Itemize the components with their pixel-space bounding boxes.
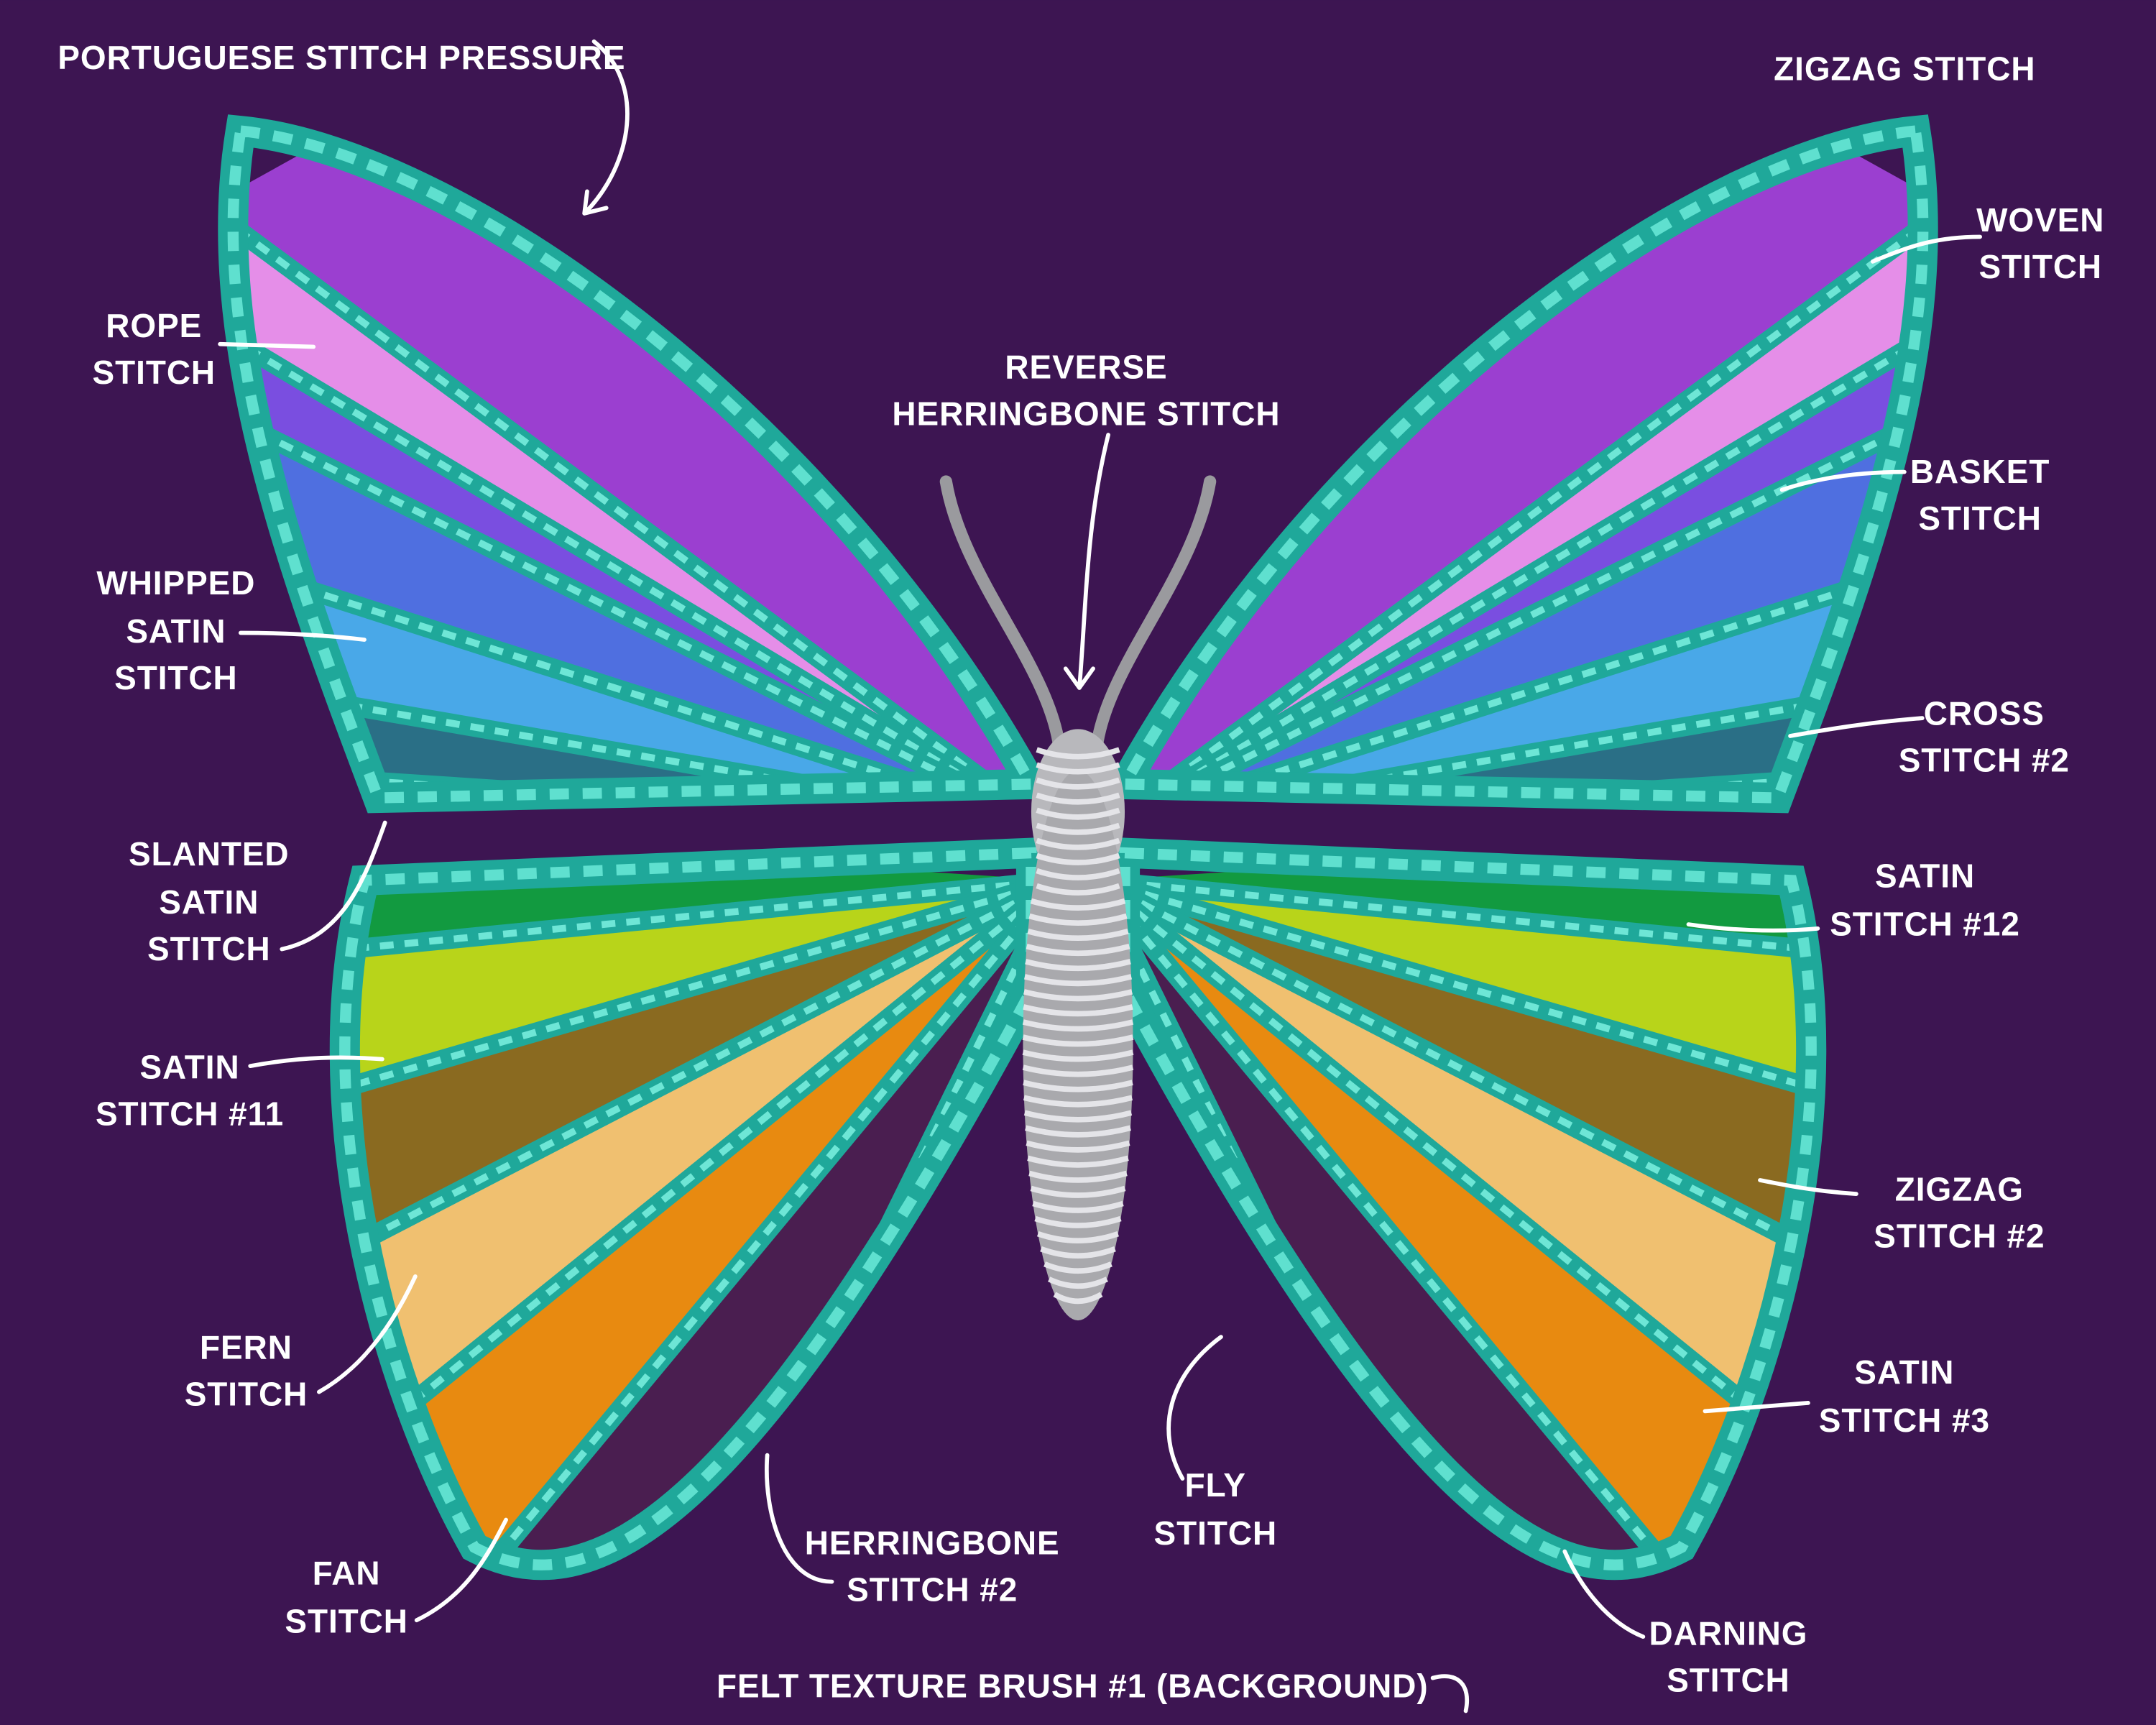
body-segment xyxy=(1053,1292,1103,1305)
body-segment xyxy=(1028,1170,1128,1183)
body-segment xyxy=(1036,868,1120,880)
body-segment xyxy=(1034,1215,1122,1228)
arrow-cross2 xyxy=(1788,716,1925,738)
label-portuguese-stitch: PORTUGUESE STITCH PRESSURE xyxy=(57,39,625,76)
arrow-felt xyxy=(1430,1674,1469,1714)
annotation-arrows xyxy=(218,39,1982,1714)
upper-wing-teal-chain-highlight xyxy=(233,203,1031,799)
upper-wing-band-1 xyxy=(233,131,1031,799)
arrow-zigzag2 xyxy=(1758,1178,1858,1196)
body-segment xyxy=(1023,1004,1133,1017)
body-segment xyxy=(1025,1125,1131,1138)
body-segment xyxy=(1036,762,1120,775)
body-segment xyxy=(1036,747,1120,760)
lower-wing-band-5 xyxy=(344,880,1031,1565)
arrow-satin11 xyxy=(248,1055,384,1069)
body-segment xyxy=(1026,1140,1130,1153)
arrow-darning xyxy=(1562,1549,1646,1639)
body-segment xyxy=(1036,837,1120,850)
body-segment xyxy=(1022,1034,1134,1047)
body-segment xyxy=(1023,1110,1133,1123)
body-segment xyxy=(1023,1080,1133,1092)
body-segment xyxy=(1028,913,1128,926)
arrow-fern xyxy=(317,1274,418,1394)
lower-wing-teal-chain-highlight xyxy=(344,878,1031,1461)
arrow-basket xyxy=(1779,469,1907,492)
arrow-satin3 xyxy=(1703,1401,1810,1414)
body-segment xyxy=(1048,1276,1108,1289)
body-segment xyxy=(1036,807,1120,820)
body-segment xyxy=(1030,1185,1126,1198)
antenna-right xyxy=(1091,475,1217,750)
body-segment xyxy=(1022,1049,1134,1062)
body-segment xyxy=(1032,1200,1124,1213)
arrow-reverse-herringbone xyxy=(1063,433,1110,690)
upper-wing-teal-chain-stitch xyxy=(233,315,1031,799)
body-segment xyxy=(1036,777,1120,790)
arrow-herringbone2 xyxy=(765,1453,834,1584)
body-segment xyxy=(1036,792,1120,805)
lower-wing-band-6 xyxy=(453,880,1031,1565)
lower-wing-teal-chain-highlight xyxy=(344,877,1031,967)
left-upper-wing-bands xyxy=(233,131,1031,799)
arrow-rope xyxy=(218,341,316,349)
body-segment xyxy=(1044,1261,1112,1274)
arrow-portuguese xyxy=(582,39,630,216)
body-segment xyxy=(1025,959,1131,972)
stitch-labels: PORTUGUESE STITCH PRESSURE ZIGZAG STITCH… xyxy=(57,39,2104,1704)
body-segments xyxy=(1022,747,1134,1305)
body-segment xyxy=(1023,989,1133,1002)
body-segment xyxy=(1040,1246,1116,1259)
arrow-woven xyxy=(1870,234,1982,264)
upper-wing-teal-chain-highlight xyxy=(233,402,1031,799)
upper-wing-teal-chain-highlight xyxy=(233,677,1031,799)
lower-wing-teal-chain-stitch xyxy=(344,871,1031,1295)
body-segment xyxy=(1027,1155,1129,1168)
body-segment xyxy=(1026,944,1130,957)
label-zigzag-stitch: ZIGZAG STITCH xyxy=(1774,50,2035,87)
left-lower-wing-bands xyxy=(344,852,1031,1565)
body-segment xyxy=(1022,1064,1134,1077)
body-segment xyxy=(1030,898,1126,911)
body-segment xyxy=(1036,822,1120,835)
body-segment xyxy=(1027,928,1129,942)
body-segment xyxy=(1022,1019,1134,1032)
arrow-satin12 xyxy=(1686,922,1820,933)
arrow-fan xyxy=(414,1517,508,1623)
label-felt-texture-background: FELT TEXTURE BRUSH #1 (BACKGROUND) xyxy=(717,1667,1429,1704)
butterfly-body xyxy=(939,475,1217,1321)
body-segment xyxy=(1036,883,1120,896)
butterfly xyxy=(206,0,1950,1692)
arrow-fly xyxy=(1166,1335,1223,1481)
body-segment xyxy=(1037,1230,1119,1243)
left-wings xyxy=(206,0,1238,1692)
lower-wing-band-4 xyxy=(344,880,1031,1458)
body-segment xyxy=(1023,1095,1133,1108)
arrow-slanted-satin xyxy=(280,820,387,952)
body-segment xyxy=(1036,852,1120,865)
body-segment xyxy=(1023,974,1133,987)
arrow-whipped-satin xyxy=(238,630,367,642)
antenna-left xyxy=(939,475,1065,750)
lower-wing-teal-chain-highlight xyxy=(451,878,1031,1565)
